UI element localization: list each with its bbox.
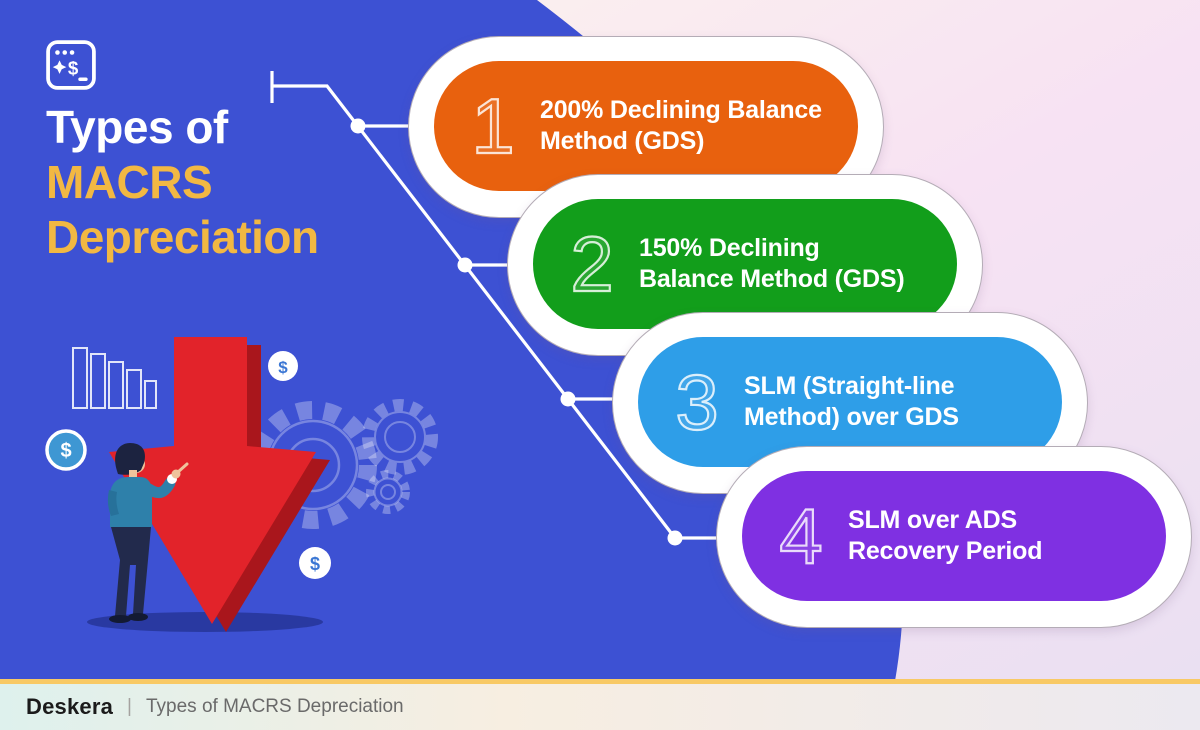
footer-caption: Types of MACRS Depreciation xyxy=(145,696,404,717)
step-pill-3: 3 SLM (Straight-line Method) over GDS xyxy=(638,337,1062,467)
page-title: Types of MACRS Depreciation xyxy=(46,100,406,265)
person-figure xyxy=(107,443,189,623)
step-pill-2: 2 150% Declining Balance Method (GDS) xyxy=(533,199,957,329)
title-line-depreciation: Depreciation xyxy=(46,211,319,263)
title-line-white: Types of xyxy=(46,101,228,153)
svg-text:$: $ xyxy=(310,554,320,574)
step-label-2: 150% Declining Balance Method (GDS) xyxy=(639,234,905,293)
declining-bar-chart-icon xyxy=(72,347,157,409)
title-line-macrs: MACRS xyxy=(46,156,213,208)
step-number-1: 1 xyxy=(470,81,516,171)
svg-text:2: 2 xyxy=(570,220,613,308)
footer-divider: | xyxy=(127,696,132,717)
step-label-3: SLM (Straight-line Method) over GDS xyxy=(744,372,959,431)
dollar-terminal-icon: $ xyxy=(46,40,96,90)
step-number-4: 4 xyxy=(778,491,824,581)
step-pill-1: 1 200% Declining Balance Method (GDS) xyxy=(434,61,858,191)
gear-icon-medium xyxy=(362,399,438,475)
step-number-3: 3 xyxy=(674,357,720,447)
dollar-coin-icon-bottom: $ xyxy=(299,547,331,579)
dollar-coin-icon-blue: $ xyxy=(45,429,87,471)
svg-text:$: $ xyxy=(60,440,71,462)
header: $ Types of MACRS Depreciation xyxy=(46,40,406,265)
gear-icon-small xyxy=(366,470,410,514)
svg-text:$: $ xyxy=(278,358,288,377)
down-arrow-icon xyxy=(109,337,330,632)
svg-text:3: 3 xyxy=(675,358,718,446)
step-label-4: SLM over ADS Recovery Period xyxy=(848,506,1043,565)
footer: Deskera | Types of MACRS Depreciation xyxy=(0,684,1200,730)
step-number-2: 2 xyxy=(569,219,615,309)
svg-text:$: $ xyxy=(68,57,79,78)
footer-accent-line xyxy=(0,679,1200,684)
connector-dots xyxy=(350,118,683,546)
step-blob-4: 4 SLM over ADS Recovery Period xyxy=(716,446,1192,628)
svg-text:4: 4 xyxy=(779,492,822,580)
dollar-coin-icon-top: $ xyxy=(268,351,298,381)
step-label-1: 200% Declining Balance Method (GDS) xyxy=(540,96,822,155)
step-pill-4: 4 SLM over ADS Recovery Period xyxy=(742,471,1166,601)
svg-text:1: 1 xyxy=(471,82,514,170)
brand-logo: Deskera xyxy=(26,694,114,719)
